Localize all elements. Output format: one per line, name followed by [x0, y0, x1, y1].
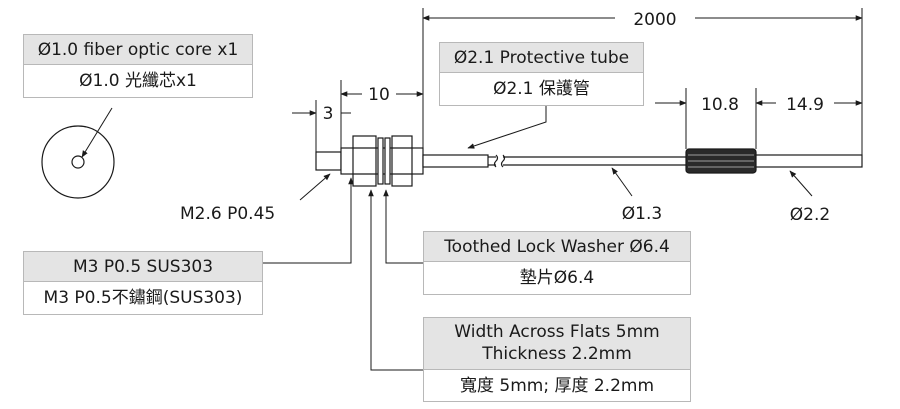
end-sleeve [685, 148, 863, 174]
dim-total-length [422, 8, 863, 155]
protective-tube-label-zh: Ø2.1 保護管 [493, 79, 590, 99]
end-diameter-label: Ø2.2 [790, 205, 830, 225]
fiber-core-label-zh: Ø1.0 光纖芯x1 [79, 71, 197, 91]
nut-label-zh: 寬度 5mm; 厚度 2.2mm [459, 376, 655, 396]
washer-callout: Toothed Lock Washer Ø6.4 墊片Ø6.4 [423, 231, 691, 295]
nut-callout: Width Across Flats 5mm Thickness 2.2mm 寬… [423, 317, 691, 402]
protective-tube-callout: Ø2.1 Protective tube Ø2.1 保護管 [439, 42, 644, 106]
dim-total-label: 2000 [633, 10, 676, 30]
dim-end-lengths [655, 88, 863, 149]
dim-tip-length [292, 100, 351, 152]
thread-spec-label: M2.6 P0.45 [180, 204, 275, 224]
protective-tube-label-en: Ø2.1 Protective tube [440, 43, 643, 73]
nut-label-en: Width Across Flats 5mm Thickness 2.2mm [424, 318, 690, 370]
dim-tip-label: 3 [323, 104, 334, 124]
dim-nut-label: 10 [368, 85, 390, 105]
screw-callout: M3 P0.5 SUS303 M3 P0.5不鏽鋼(SUS303) [23, 251, 263, 315]
screw-label-zh: M3 P0.5不鏽鋼(SUS303) [43, 288, 243, 308]
fiber-cable [488, 154, 686, 168]
sensor-head [315, 135, 489, 187]
fiber-diameter-label: Ø1.3 [622, 204, 662, 224]
fiber-core-label-en: Ø1.0 fiber optic core x1 [24, 35, 252, 65]
nut-label-en-line1: Width Across Flats 5mm [454, 322, 660, 342]
leader-lines [262, 105, 813, 371]
fiber-cross-section [41, 107, 115, 199]
screw-label-en: M3 P0.5 SUS303 [24, 252, 262, 282]
washer-label-en: Toothed Lock Washer Ø6.4 [424, 232, 690, 262]
fiber-core-callout: Ø1.0 fiber optic core x1 Ø1.0 光纖芯x1 [23, 34, 253, 98]
washer-label-zh: 墊片Ø6.4 [519, 268, 595, 288]
dim-sleeve-label: 10.8 [701, 95, 739, 115]
nut-label-en-line2: Thickness 2.2mm [482, 344, 632, 364]
dim-tip-end-label: 14.9 [786, 95, 824, 115]
